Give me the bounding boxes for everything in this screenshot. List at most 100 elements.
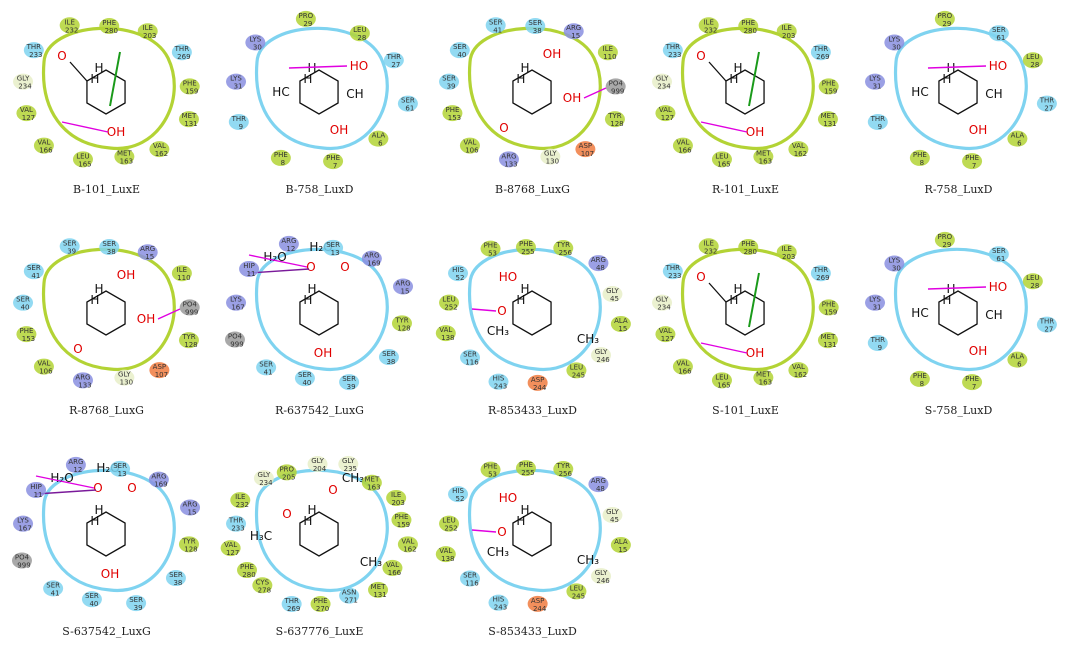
residue-node xyxy=(171,44,192,61)
residue-name: HIS xyxy=(452,266,464,274)
residue-name: SER xyxy=(63,239,77,247)
atom-label: HC xyxy=(911,85,928,99)
residue-name: LEU xyxy=(715,152,728,160)
residue-name: LYS xyxy=(889,257,901,265)
residue-node xyxy=(245,34,266,51)
residue-number: 40 xyxy=(457,51,466,59)
residue-node xyxy=(226,294,247,311)
residue-name: CYS xyxy=(256,578,270,586)
residue-node xyxy=(439,515,460,532)
residue-name: LYS xyxy=(230,296,242,304)
residue-number: 61 xyxy=(996,34,1005,42)
residue-node xyxy=(962,153,983,170)
residue-node xyxy=(485,17,506,34)
residue-node xyxy=(397,95,418,112)
residue-number: 53 xyxy=(488,471,497,479)
residue-number: 234 xyxy=(657,83,671,91)
residue-number: 133 xyxy=(504,160,517,168)
residue-name: ARG xyxy=(140,245,155,253)
residue-name: SER xyxy=(463,572,477,580)
residue-node xyxy=(179,78,200,95)
residue-number: 999 xyxy=(230,341,243,349)
residue-name: MET xyxy=(821,112,836,120)
residue-name: SER xyxy=(326,241,340,249)
hydroxyl-group: OH xyxy=(330,123,348,137)
residue-number: 15 xyxy=(618,546,627,554)
residue-name: PHE xyxy=(741,19,755,27)
residue-name: PHE xyxy=(965,154,979,162)
residue-name: SER xyxy=(169,571,183,579)
residue-name: PHE xyxy=(274,151,288,159)
residue-number: 204 xyxy=(313,465,327,473)
residue-number: 39 xyxy=(67,247,76,255)
residue-node xyxy=(1007,130,1028,147)
residue-number: 7 xyxy=(972,162,976,170)
residue-node xyxy=(99,239,120,256)
hydroxyl-group: OH xyxy=(969,344,987,358)
residue-name: ARG xyxy=(566,24,581,32)
atom-label: H xyxy=(733,282,742,296)
residue-number: 999 xyxy=(185,308,198,316)
panel-caption: S-853433_LuxD xyxy=(488,625,577,638)
residue-name: THR xyxy=(665,264,681,272)
residue-node xyxy=(776,23,797,40)
residue-node xyxy=(435,546,456,563)
atom-label: H xyxy=(733,61,742,75)
residue-name: THR xyxy=(813,266,829,274)
residue-name: PHE xyxy=(519,461,533,469)
panel-caption: B-758_LuxD xyxy=(285,183,354,196)
residue-node xyxy=(1022,273,1043,290)
residue-number: 163 xyxy=(120,158,133,166)
residue-number: 12 xyxy=(286,245,295,253)
residue-name: ILE xyxy=(703,239,713,247)
residue-name: TYR xyxy=(181,537,196,545)
residue-node xyxy=(361,474,382,491)
atom-label: H xyxy=(90,72,99,86)
residue-node xyxy=(178,111,199,128)
residue-number: 269 xyxy=(816,274,829,282)
residue-number: 233 xyxy=(29,51,42,59)
residue-number: 30 xyxy=(892,265,901,273)
residue-number: 252 xyxy=(444,304,457,312)
residue-number: 232 xyxy=(704,26,717,34)
residue-name: PHE xyxy=(240,563,254,571)
residue-name: PHE xyxy=(326,154,340,162)
residue-name: VAL xyxy=(659,106,672,114)
residue-number: 131 xyxy=(184,120,197,128)
residue-node xyxy=(566,362,587,379)
residue-node xyxy=(988,246,1009,263)
residue-name: ASN xyxy=(342,589,356,597)
hbond-line xyxy=(61,121,109,133)
panel-caption: R-637542_LuxG xyxy=(275,404,364,417)
residue-number: 45 xyxy=(610,516,619,524)
residue-node xyxy=(307,456,328,473)
residue-name: ARG xyxy=(75,373,90,381)
residue-node xyxy=(439,73,460,90)
methyl-group: CH₃ xyxy=(360,555,382,569)
residue-number: 159 xyxy=(824,87,837,95)
residue-number: 39 xyxy=(347,383,356,391)
residue-node xyxy=(591,568,612,585)
residue-name: LEU xyxy=(442,296,455,304)
